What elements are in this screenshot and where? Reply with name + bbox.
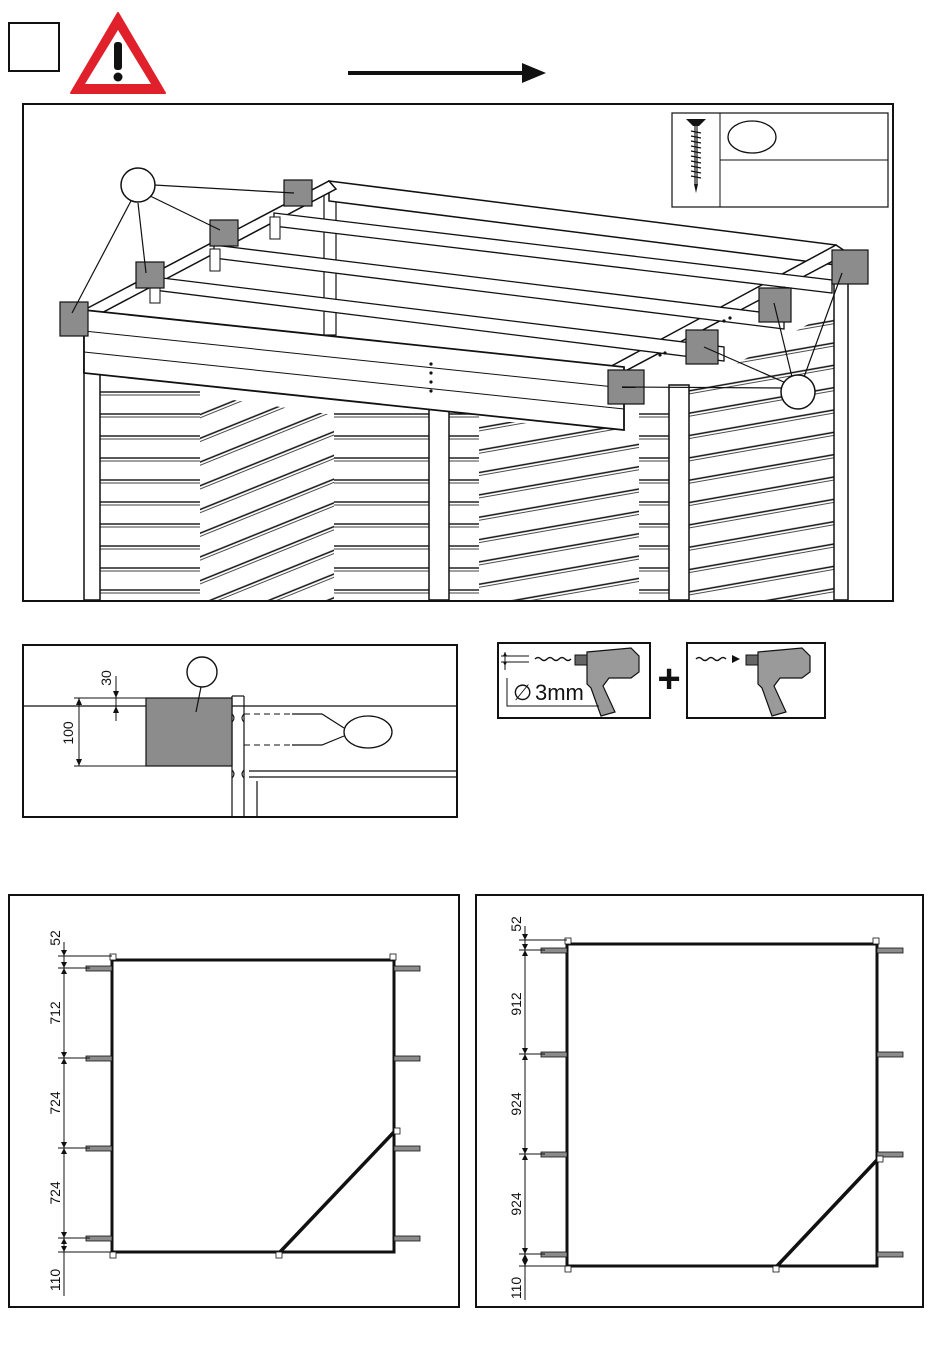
roof-frame-illustration [24, 105, 892, 600]
parts-legend-box [672, 113, 888, 207]
front-wall-panel [639, 405, 669, 600]
spacer-block [686, 330, 718, 364]
callout-circle-right [781, 375, 815, 409]
dim-label: 52 [508, 916, 524, 932]
corner-post [834, 265, 848, 600]
front-wall-panel [449, 405, 479, 600]
diameter-symbol: ∅ [513, 680, 532, 705]
dim-label: 924 [508, 1192, 524, 1216]
dim-height: 100 [60, 721, 76, 745]
dim-label: 110 [508, 1277, 524, 1300]
floor-plan-small: 52 712 724 724 110 [8, 894, 460, 1308]
front-wall-panel [100, 375, 200, 600]
dim-label: 724 [47, 1091, 63, 1115]
callout-block-circle [187, 657, 217, 687]
callout-screws-ellipse [344, 716, 392, 748]
dim-label: 52 [47, 930, 63, 946]
spacer-block [146, 698, 232, 766]
building-outline [112, 960, 394, 1252]
detail-view: 100 30 [22, 644, 458, 818]
callout-circle-left [121, 168, 155, 202]
drill-icon [688, 644, 824, 717]
corner-post [429, 390, 449, 600]
building-outline [567, 944, 877, 1266]
screw-drive-box [686, 642, 826, 719]
dim-label: 924 [508, 1092, 524, 1116]
side-wall-panel [200, 395, 334, 600]
spacer-block [210, 220, 238, 246]
dim-label: 724 [47, 1181, 63, 1205]
plus-sign: + [652, 654, 686, 704]
joist-hanger-icon [210, 249, 220, 271]
step-number-box [8, 22, 60, 72]
spacer-block [60, 302, 88, 336]
back-wall-panel [479, 420, 639, 600]
warning-triangle-icon [68, 10, 168, 96]
drill-pilot-box: ∅ 3mm [497, 642, 651, 719]
drill-bit-label: 3mm [535, 680, 584, 705]
dim-label: 712 [47, 1001, 63, 1025]
arrow-right-icon [346, 60, 548, 86]
inner-purlin [214, 245, 784, 329]
main-assembly-view [22, 103, 894, 602]
joist-hanger-icon [270, 217, 280, 239]
dim-offset: 30 [98, 670, 114, 686]
dim-label: 110 [47, 1269, 63, 1292]
drill-icon: ∅ 3mm [499, 644, 649, 717]
front-wall-panel [334, 400, 429, 600]
part-callout-ellipse [728, 121, 776, 153]
spacer-block [136, 262, 164, 288]
floor-plan-large: 52 912 924 924 110 [475, 894, 924, 1308]
corner-post [669, 385, 689, 600]
spacer-block [832, 250, 868, 284]
dim-label: 912 [508, 992, 524, 1016]
